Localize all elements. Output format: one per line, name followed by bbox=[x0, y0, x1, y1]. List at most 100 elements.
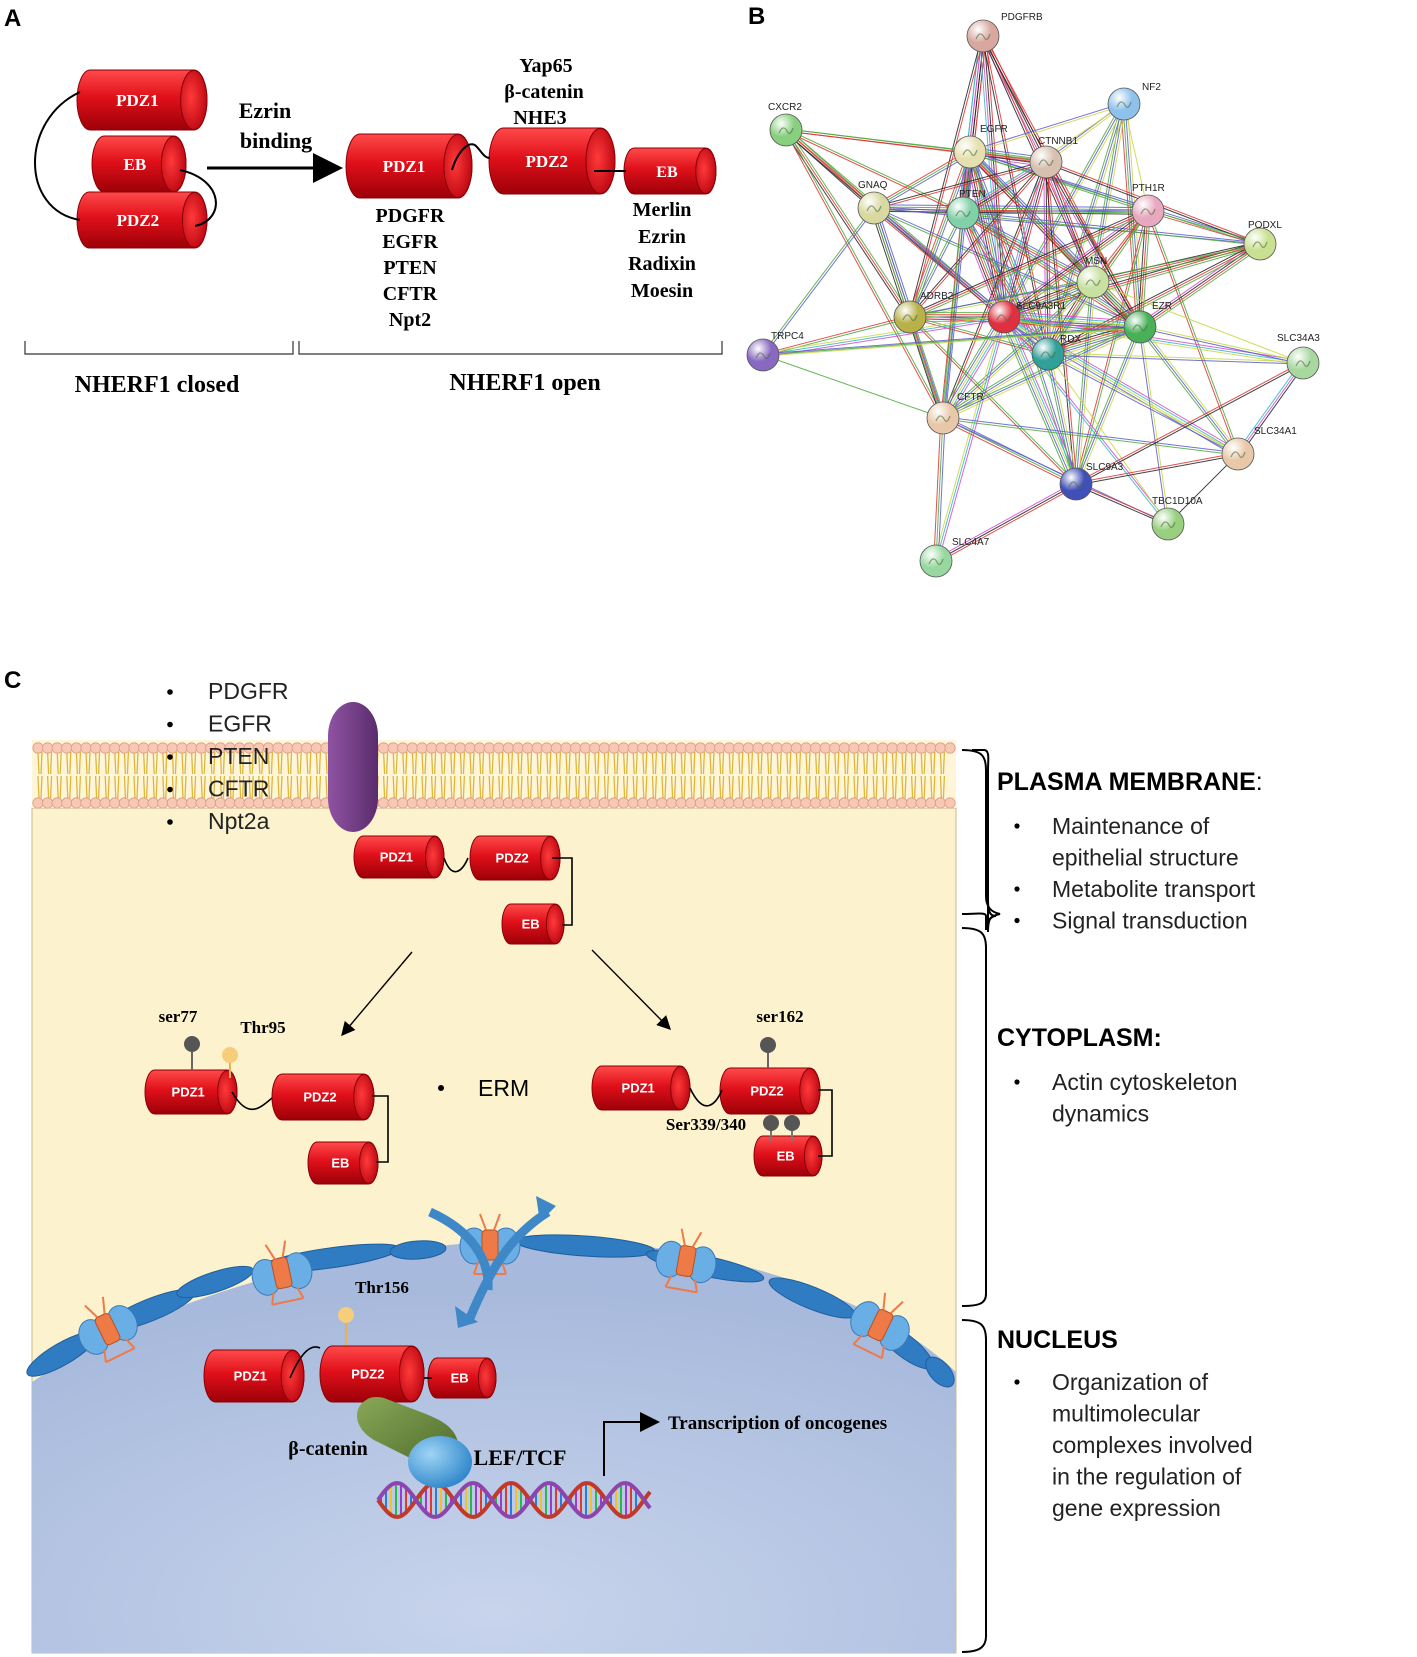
arrow-to-left-phospho bbox=[341, 951, 413, 1037]
network-node-label: ADRB2 bbox=[920, 291, 954, 302]
network-node-label: TRPC4 bbox=[771, 331, 804, 342]
network-edge bbox=[1235, 361, 1302, 454]
nuclear-pore-complex bbox=[251, 1240, 313, 1306]
network-edge bbox=[937, 418, 946, 562]
network-node-label: SLC9A3R1 bbox=[1016, 301, 1066, 312]
network-edge bbox=[870, 208, 908, 319]
membrane-pdz2-domain: PDZ2 bbox=[469, 835, 561, 881]
left-pdz2-domain: PDZ2 bbox=[271, 1073, 375, 1121]
membrane-linker-2 bbox=[552, 857, 573, 926]
right-eb-domain-label: EB bbox=[777, 1149, 795, 1164]
nuclear-pdz2-domain-label: PDZ2 bbox=[351, 1367, 384, 1382]
plasma-membrane-bilayer bbox=[32, 740, 956, 809]
partner-bullet bbox=[167, 819, 173, 825]
network-edge bbox=[942, 316, 1005, 419]
network-edge bbox=[1076, 363, 1304, 486]
label-ser77: ser77 bbox=[159, 1007, 198, 1026]
network-node-tbc1d10a: TBC1D10A bbox=[1151, 496, 1203, 541]
network-edge bbox=[908, 208, 1148, 316]
network-edge bbox=[1006, 162, 1050, 318]
network-edge bbox=[1003, 316, 1304, 364]
compartment-title-suffix: : bbox=[1256, 768, 1263, 796]
network-node-slc9a3r1: SLC9A3R1 bbox=[987, 300, 1066, 334]
membrane-linker-1 bbox=[443, 857, 469, 873]
eb-partners: Merlin Ezrin Radixin Moesin bbox=[628, 199, 696, 302]
network-edge bbox=[1075, 281, 1094, 485]
network-edge bbox=[761, 207, 874, 355]
network-node-slc9a3: SLC9A3 bbox=[1059, 462, 1124, 501]
membrane-pdz1-domain: PDZ1 bbox=[353, 835, 445, 879]
nuclear-eb-domain: EB bbox=[427, 1357, 497, 1399]
network-edge bbox=[933, 316, 1003, 561]
partner-ezrin: Ezrin bbox=[638, 226, 686, 248]
compartment-bullet bbox=[1014, 823, 1020, 829]
network-edge bbox=[1004, 162, 1048, 318]
dna-strand-1 bbox=[376, 1481, 652, 1519]
network-edge bbox=[963, 36, 985, 214]
network-edge bbox=[1046, 241, 1260, 353]
network-edge bbox=[909, 317, 1140, 329]
export-arrow bbox=[465, 1208, 551, 1320]
arrow-label-line-2: binding bbox=[240, 128, 312, 153]
plasma-membrane-bracket bbox=[972, 749, 997, 933]
network-edge bbox=[784, 130, 943, 419]
network-edge bbox=[1073, 281, 1092, 484]
label-transcription: Transcription of oncogenes bbox=[668, 1413, 887, 1434]
network-edge bbox=[1004, 315, 1141, 327]
network-edge bbox=[785, 129, 1005, 318]
network-edge bbox=[962, 212, 1141, 328]
network-edge bbox=[1140, 326, 1170, 524]
network-edge bbox=[1048, 352, 1239, 454]
network-edge bbox=[933, 417, 942, 561]
nuclear-pore-complex bbox=[850, 1292, 910, 1360]
right-pdz2-domain-label: PDZ2 bbox=[750, 1084, 783, 1099]
compartment-title-text: NUCLEUS bbox=[997, 1326, 1118, 1354]
network-edge bbox=[1004, 311, 1141, 323]
membrane-partner-npt2a: Npt2a bbox=[208, 808, 270, 834]
network-edge bbox=[910, 315, 1141, 327]
network-edge bbox=[787, 127, 1006, 316]
compartment-bullet bbox=[1014, 917, 1020, 924]
closed-pdz1-domain: PDZ1 bbox=[76, 69, 208, 131]
network-edge bbox=[785, 130, 963, 215]
network-edge bbox=[1047, 353, 1077, 485]
network-edge bbox=[1140, 325, 1304, 363]
left-eb-domain: EB bbox=[307, 1141, 379, 1185]
network-edge bbox=[941, 419, 1076, 487]
network-edge bbox=[1004, 245, 1261, 320]
network-edge bbox=[960, 213, 1003, 318]
network-edge bbox=[784, 131, 1003, 320]
closed-bracket bbox=[24, 341, 294, 355]
network-node-pth1r: PTH1R bbox=[1131, 183, 1165, 228]
partner-pten: PTEN bbox=[383, 257, 437, 279]
right-linker-1 bbox=[689, 1087, 723, 1107]
label-thr95: Thr95 bbox=[240, 1018, 285, 1037]
network-edge bbox=[1075, 452, 1238, 484]
compartment-item-line: Signal transduction bbox=[1052, 908, 1248, 934]
closed-eb-domain: EB bbox=[91, 135, 187, 193]
network-edge bbox=[1049, 353, 1079, 484]
network-edge bbox=[1047, 354, 1238, 456]
transmembrane-receptor bbox=[328, 702, 378, 832]
membrane-partner-egfr: EGFR bbox=[208, 711, 272, 737]
network-edge bbox=[942, 326, 1141, 419]
network-edge bbox=[1237, 362, 1304, 455]
network-edge bbox=[873, 151, 971, 209]
network-edge bbox=[1092, 281, 1304, 364]
panel-c-letter: C bbox=[4, 667, 21, 694]
network-node-label: PDGFRB bbox=[1001, 12, 1043, 23]
compartment-item-line: multimolecular bbox=[1052, 1401, 1201, 1427]
nuclear-pore-complex bbox=[78, 1296, 138, 1364]
ser77-phosphate bbox=[184, 1036, 200, 1052]
network-node-gnaq: GNAQ bbox=[857, 180, 891, 225]
nuclear-linker-1 bbox=[289, 1346, 321, 1379]
right-pdz1-domain-label: PDZ1 bbox=[622, 1081, 655, 1096]
compartment-bullet bbox=[1014, 1379, 1020, 1385]
compartment-bullet bbox=[1014, 886, 1020, 892]
network-node-label: TBC1D10A bbox=[1152, 496, 1203, 507]
compartment-title-text: PLASMA MEMBRANE bbox=[997, 768, 1256, 796]
network-edge bbox=[876, 206, 914, 317]
